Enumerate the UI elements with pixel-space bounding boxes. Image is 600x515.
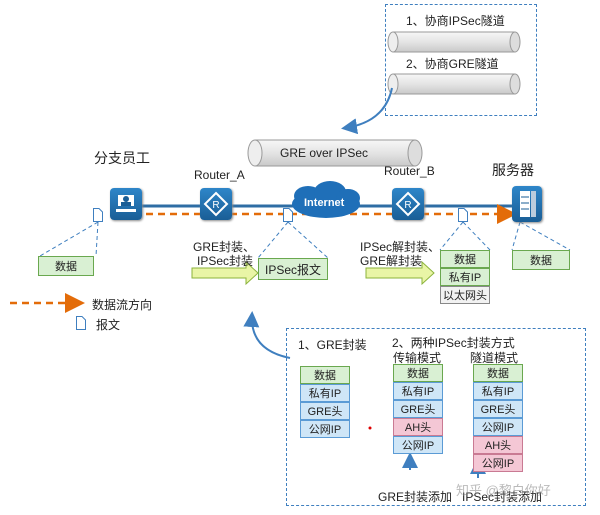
transport-stack-data: 数据 xyxy=(393,364,443,382)
transport-stack-ah-header: AH头 xyxy=(393,418,443,436)
internet-cloud xyxy=(292,181,360,218)
packet-icon xyxy=(283,208,293,222)
gre-add-label: GRE封装添加 xyxy=(378,490,453,504)
svg-text:R: R xyxy=(404,200,411,211)
decap-b-line1: IPSec解封装、 xyxy=(360,240,441,254)
negotiate-step2-label: 2、协商GRE隧道 xyxy=(406,57,499,71)
transport-stack-gre-header: GRE头 xyxy=(393,400,443,418)
tunnel-stack-data: 数据 xyxy=(473,364,523,382)
router-a-label: Router_A xyxy=(194,168,245,182)
router-a-icon: R xyxy=(200,188,232,220)
transport-stack-private-ip: 私有IP xyxy=(393,382,443,400)
legend-packet-label: 报文 xyxy=(96,318,121,332)
gre-stack-data: 数据 xyxy=(300,366,350,384)
transport-mode-title: 传输模式 xyxy=(393,351,442,365)
tunnel-label: GRE over IPSec xyxy=(280,146,369,160)
ipsec-packet-box: IPSec报文 xyxy=(258,258,328,280)
right-data-box: 数据 xyxy=(512,250,570,270)
gre-stack-public-ip: 公网IP xyxy=(300,420,350,438)
ipsec-add-label: IPSec封装添加 xyxy=(462,490,543,504)
packet-icon xyxy=(458,208,468,222)
server-label: 服务器 xyxy=(492,162,534,178)
ipsec-tunnel-cylinder xyxy=(387,31,521,53)
ipsec-encap-title: 2、两种IPSec封装方式 xyxy=(392,336,515,350)
encap-a-line2: IPSec封装 xyxy=(197,254,254,268)
gre-encap-title: 1、GRE封装 xyxy=(298,338,367,352)
employee-label: 分支员工 xyxy=(94,150,150,166)
tunnel-stack-inner-public-ip: 公网IP xyxy=(473,418,523,436)
encapsulation-detail-frame xyxy=(286,328,586,506)
tunnel-stack-private-ip: 私有IP xyxy=(473,382,523,400)
negotiate-step1-label: 1、协商IPSec隧道 xyxy=(406,14,505,28)
gre-stack-private-ip: 私有IP xyxy=(300,384,350,402)
legend-packet-icon xyxy=(76,316,86,330)
tunnel-mode-title: 隧道模式 xyxy=(470,351,519,365)
negotiation-frame xyxy=(385,4,537,116)
svg-text:R: R xyxy=(212,200,219,211)
encap-a-line1: GRE封装、 xyxy=(193,240,256,254)
packet-icon xyxy=(93,208,103,222)
gre-over-ipsec-cylinder xyxy=(247,139,423,167)
tunnel-stack-gre-header: GRE头 xyxy=(473,400,523,418)
mid-stack-eth-header: 以太网头 xyxy=(440,286,490,304)
legend-flow-label: 数据流方向 xyxy=(92,298,153,312)
tunnel-stack-outer-public-ip: 公网IP xyxy=(473,454,523,472)
mid-stack-data: 数据 xyxy=(440,250,490,268)
transport-stack-public-ip: 公网IP xyxy=(393,436,443,454)
gre-tunnel-cylinder xyxy=(387,73,521,95)
gre-stack-gre-header: GRE头 xyxy=(300,402,350,420)
pc-icon xyxy=(110,188,142,220)
tunnel-stack-ah-header: AH头 xyxy=(473,436,523,454)
watermark: 知乎 @黎白你好 xyxy=(456,483,551,498)
router-b-label: Router_B xyxy=(384,164,435,178)
internet-label: Internet xyxy=(304,197,345,209)
server-icon xyxy=(512,186,542,222)
router-b-icon: R xyxy=(392,188,424,220)
decap-b-line2: GRE解封装 xyxy=(360,254,423,268)
mid-stack-private-ip: 私有IP xyxy=(440,268,490,286)
left-data-box: 数据 xyxy=(38,256,94,276)
